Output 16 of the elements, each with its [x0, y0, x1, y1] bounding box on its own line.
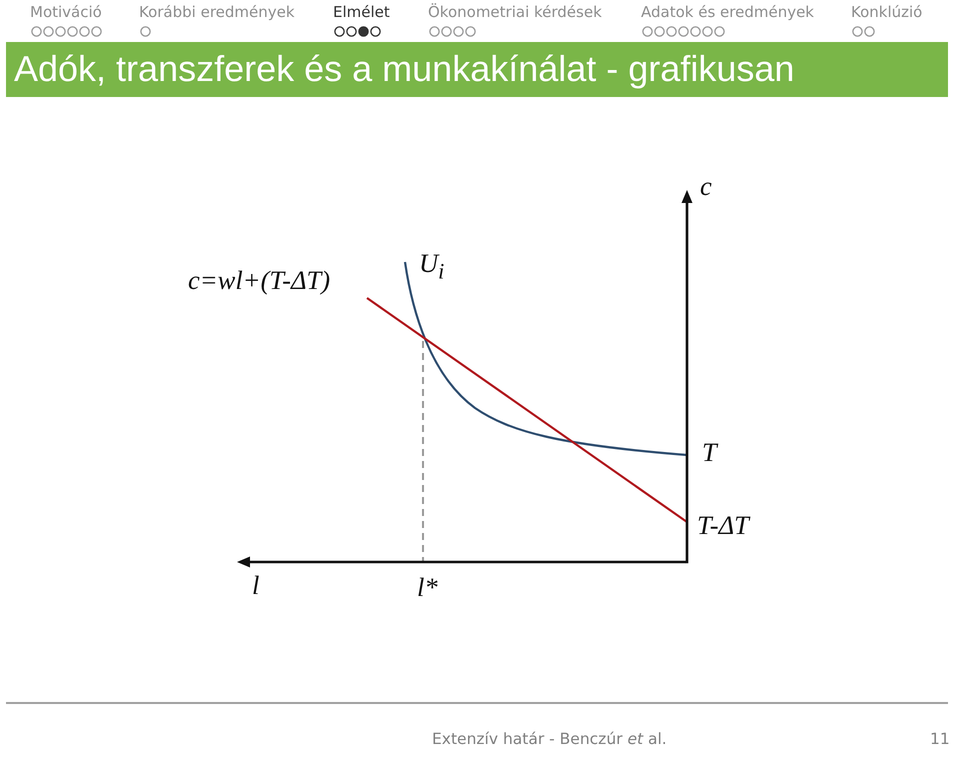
- axis-label: l: [252, 570, 260, 600]
- section-link: Korábbi eredmények: [139, 3, 295, 21]
- section-link: Ökonometriai kérdések: [428, 3, 602, 21]
- section-link: Adatok és eredmények: [641, 3, 814, 21]
- page-number: 11: [930, 730, 950, 749]
- axis-label: c: [700, 171, 712, 201]
- slide-title: Adók, transzferek és a munkakínálat - grafikusan: [14, 48, 794, 90]
- section-link: Elmélet: [333, 3, 390, 21]
- footer-text: Extenzív határ - Benczúr et al.: [432, 730, 667, 749]
- value-label: T: [702, 437, 717, 467]
- value-label: l*: [417, 572, 438, 602]
- curve-label: U$_{i}$: [419, 248, 444, 286]
- budget-equation: c=wl+(T-ΔT): [188, 265, 330, 295]
- section-link: Motiváció: [30, 3, 102, 21]
- section-link: Konklúzió: [851, 3, 922, 21]
- value-label: T-ΔT: [697, 510, 749, 540]
